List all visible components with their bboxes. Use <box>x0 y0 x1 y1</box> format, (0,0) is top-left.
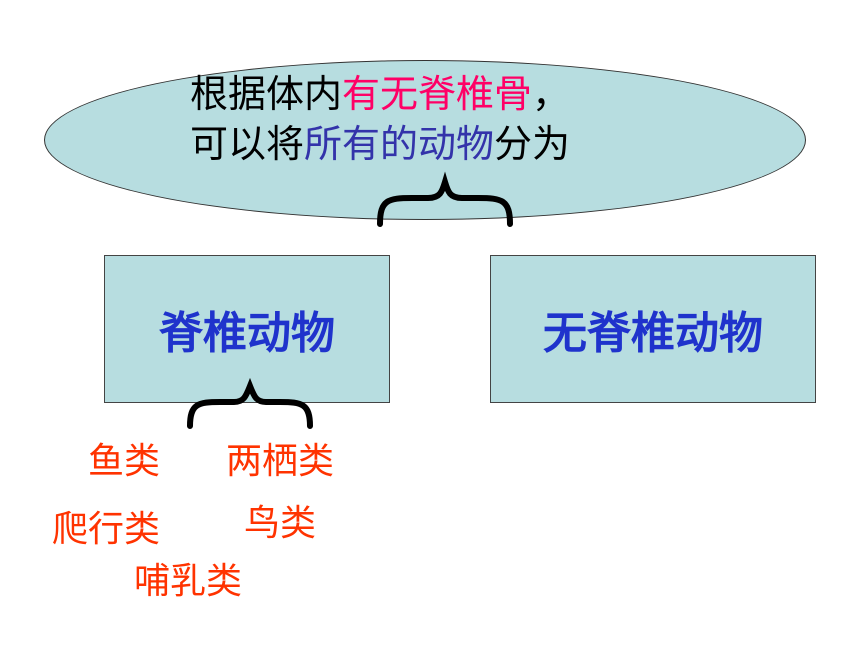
vertebrate-label: 脊椎动物 <box>159 308 335 359</box>
class-bird: 鸟类 <box>244 503 317 544</box>
class-amphibian: 两栖类 <box>226 441 335 482</box>
vertebrate-brace-icon <box>187 377 313 429</box>
intro-line-1: 根据体内有无脊椎骨， <box>190 72 570 116</box>
top-brace-icon <box>377 171 513 227</box>
invertebrate-box: 无脊椎动物 <box>490 255 816 403</box>
intro-ellipse <box>44 60 806 220</box>
invertebrate-label: 无脊椎动物 <box>543 308 763 359</box>
intro-line-1-highlight: 有无脊椎骨 <box>342 72 533 116</box>
intro-line-2: 可以将所有的动物分为 <box>190 122 570 166</box>
class-mammal: 哺乳类 <box>134 561 243 602</box>
vertebrate-box: 脊椎动物 <box>104 255 390 403</box>
class-fish: 鱼类 <box>88 441 161 482</box>
class-reptile: 爬行类 <box>52 509 161 550</box>
intro-line-2-prefix: 可以将 <box>190 122 305 166</box>
intro-line-2-highlight: 所有的动物 <box>304 122 495 166</box>
intro-line-1-prefix: 根据体内 <box>190 72 343 116</box>
intro-line-1-punct: ， <box>532 72 571 116</box>
intro-line-2-suffix: 分为 <box>494 122 571 166</box>
